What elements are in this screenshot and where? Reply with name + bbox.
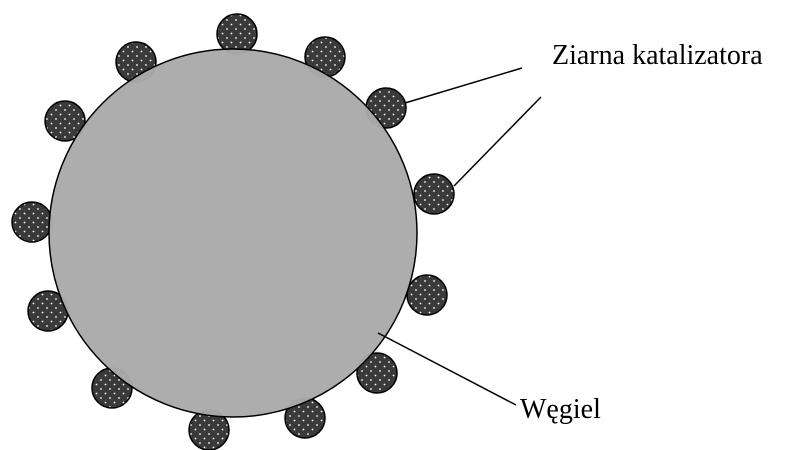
catalyst-grain	[407, 275, 447, 315]
coal-particle	[49, 49, 417, 417]
catalyst-leader-line	[405, 68, 522, 103]
catalyst-grain	[12, 202, 52, 242]
coal-leader-line	[378, 333, 516, 405]
catalyst-leader-line	[454, 97, 541, 186]
catalyst-grains-label: Ziarna katalizatora	[552, 40, 763, 72]
catalyst-grain	[414, 174, 454, 214]
coal-label: Węgiel	[520, 394, 601, 426]
catalyst-grain	[217, 14, 257, 54]
